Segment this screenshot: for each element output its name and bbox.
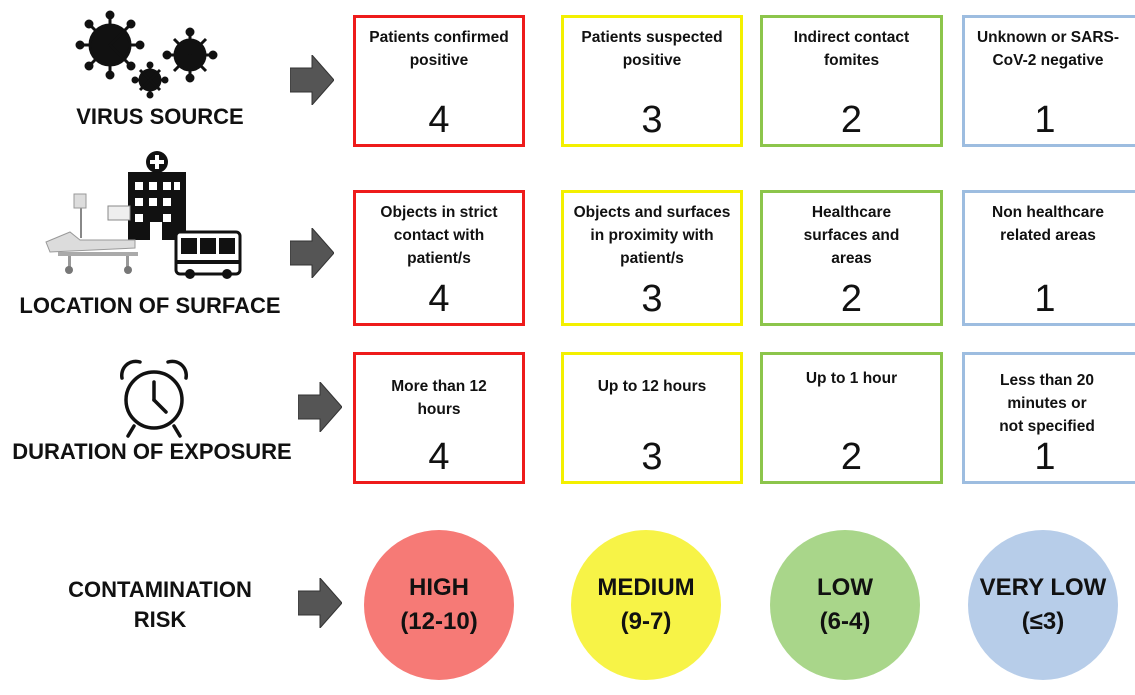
risk-level-name: MEDIUM — [597, 574, 695, 601]
box-description: Indirect contact fomites — [793, 29, 910, 69]
box-description: Objects and surfaces in proximity with p… — [573, 204, 731, 267]
box-score: 2 — [840, 436, 863, 478]
score-box-1: Non healthcare related areas 1 — [962, 190, 1135, 326]
box-score: 4 — [428, 99, 450, 141]
hospital-bed-building-bus-icon — [45, 151, 242, 279]
box-description: Less than 20 minutes or not specified — [999, 372, 1095, 435]
box-score: 4 — [428, 436, 450, 478]
risk-level-range: (≤3) — [1021, 608, 1065, 635]
score-box-4: More than 12 hours 4 — [353, 352, 525, 484]
score-box-3: Up to 12 hours 3 — [561, 352, 743, 484]
box-description: Non healthcare related areas — [992, 204, 1104, 244]
score-box-2: Healthcare surfaces and areas 2 — [760, 190, 943, 326]
score-box-3: Objects and surfaces in proximity with p… — [561, 190, 743, 326]
box-description: Unknown or SARS-CoV-2 negative — [976, 29, 1120, 69]
score-box-4: Objects in strict contact with patient/s… — [353, 190, 525, 326]
risk-circle-medium: MEDIUM (9-7) — [571, 530, 721, 680]
score-box-2: Indirect contact fomites 2 — [760, 15, 943, 147]
box-score: 3 — [641, 99, 663, 141]
virus-icon — [75, 10, 218, 99]
box-score: 1 — [1034, 99, 1056, 141]
score-box-2: Up to 1 hour 2 — [760, 352, 943, 484]
box-description: Up to 12 hours — [597, 378, 707, 395]
arrow-icon — [290, 228, 334, 278]
box-score: 3 — [641, 278, 663, 320]
box-description: Up to 1 hour — [805, 370, 898, 387]
row-label-location-of-surface: LOCATION OF SURFACE — [19, 293, 281, 318]
risk-level-name: VERY LOW — [979, 574, 1107, 601]
risk-level-range: (6-4) — [819, 608, 871, 635]
box-description: More than 12 hours — [391, 378, 487, 418]
score-box-4: Patients confirmed positive 4 — [353, 15, 525, 147]
risk-circle-very-low: VERY LOW (≤3) — [968, 530, 1118, 680]
row-label-virus-source: VIRUS SOURCE — [76, 104, 244, 129]
box-score: 2 — [840, 278, 863, 320]
box-description: Objects in strict contact with patient/s — [380, 204, 498, 267]
risk-circle-low: LOW (6-4) — [770, 530, 920, 680]
box-score: 1 — [1034, 278, 1056, 320]
risk-level-name: HIGH — [409, 574, 469, 601]
risk-level-name: LOW — [817, 574, 873, 601]
row-label-duration-of-exposure: DURATION OF EXPOSURE — [12, 439, 292, 464]
score-box-1: Less than 20 minutes or not specified 1 — [962, 352, 1135, 484]
arrow-icon — [298, 382, 342, 432]
risk-level-range: (12-10) — [400, 608, 478, 635]
score-box-1: Unknown or SARS-CoV-2 negative 1 — [962, 15, 1135, 147]
alarm-clock-icon — [120, 359, 188, 438]
box-description: Healthcare surfaces and areas — [803, 204, 900, 267]
score-box-3: Patients suspected positive 3 — [561, 15, 743, 147]
row-label-contamination-risk: CONTAMINATION RISK — [30, 575, 290, 635]
risk-circle-high: HIGH (12-10) — [364, 530, 514, 680]
risk-label-line2: RISK — [133, 607, 187, 632]
arrow-icon — [290, 55, 334, 105]
arrow-icon — [298, 578, 342, 628]
box-description: Patients confirmed positive — [369, 29, 509, 69]
box-score: 3 — [641, 436, 663, 478]
risk-level-range: (9-7) — [620, 608, 672, 635]
box-score: 1 — [1034, 436, 1056, 478]
risk-label-line1: CONTAMINATION — [68, 577, 252, 602]
box-score: 2 — [840, 99, 863, 141]
box-description: Patients suspected positive — [581, 29, 723, 69]
box-score: 4 — [428, 278, 450, 320]
